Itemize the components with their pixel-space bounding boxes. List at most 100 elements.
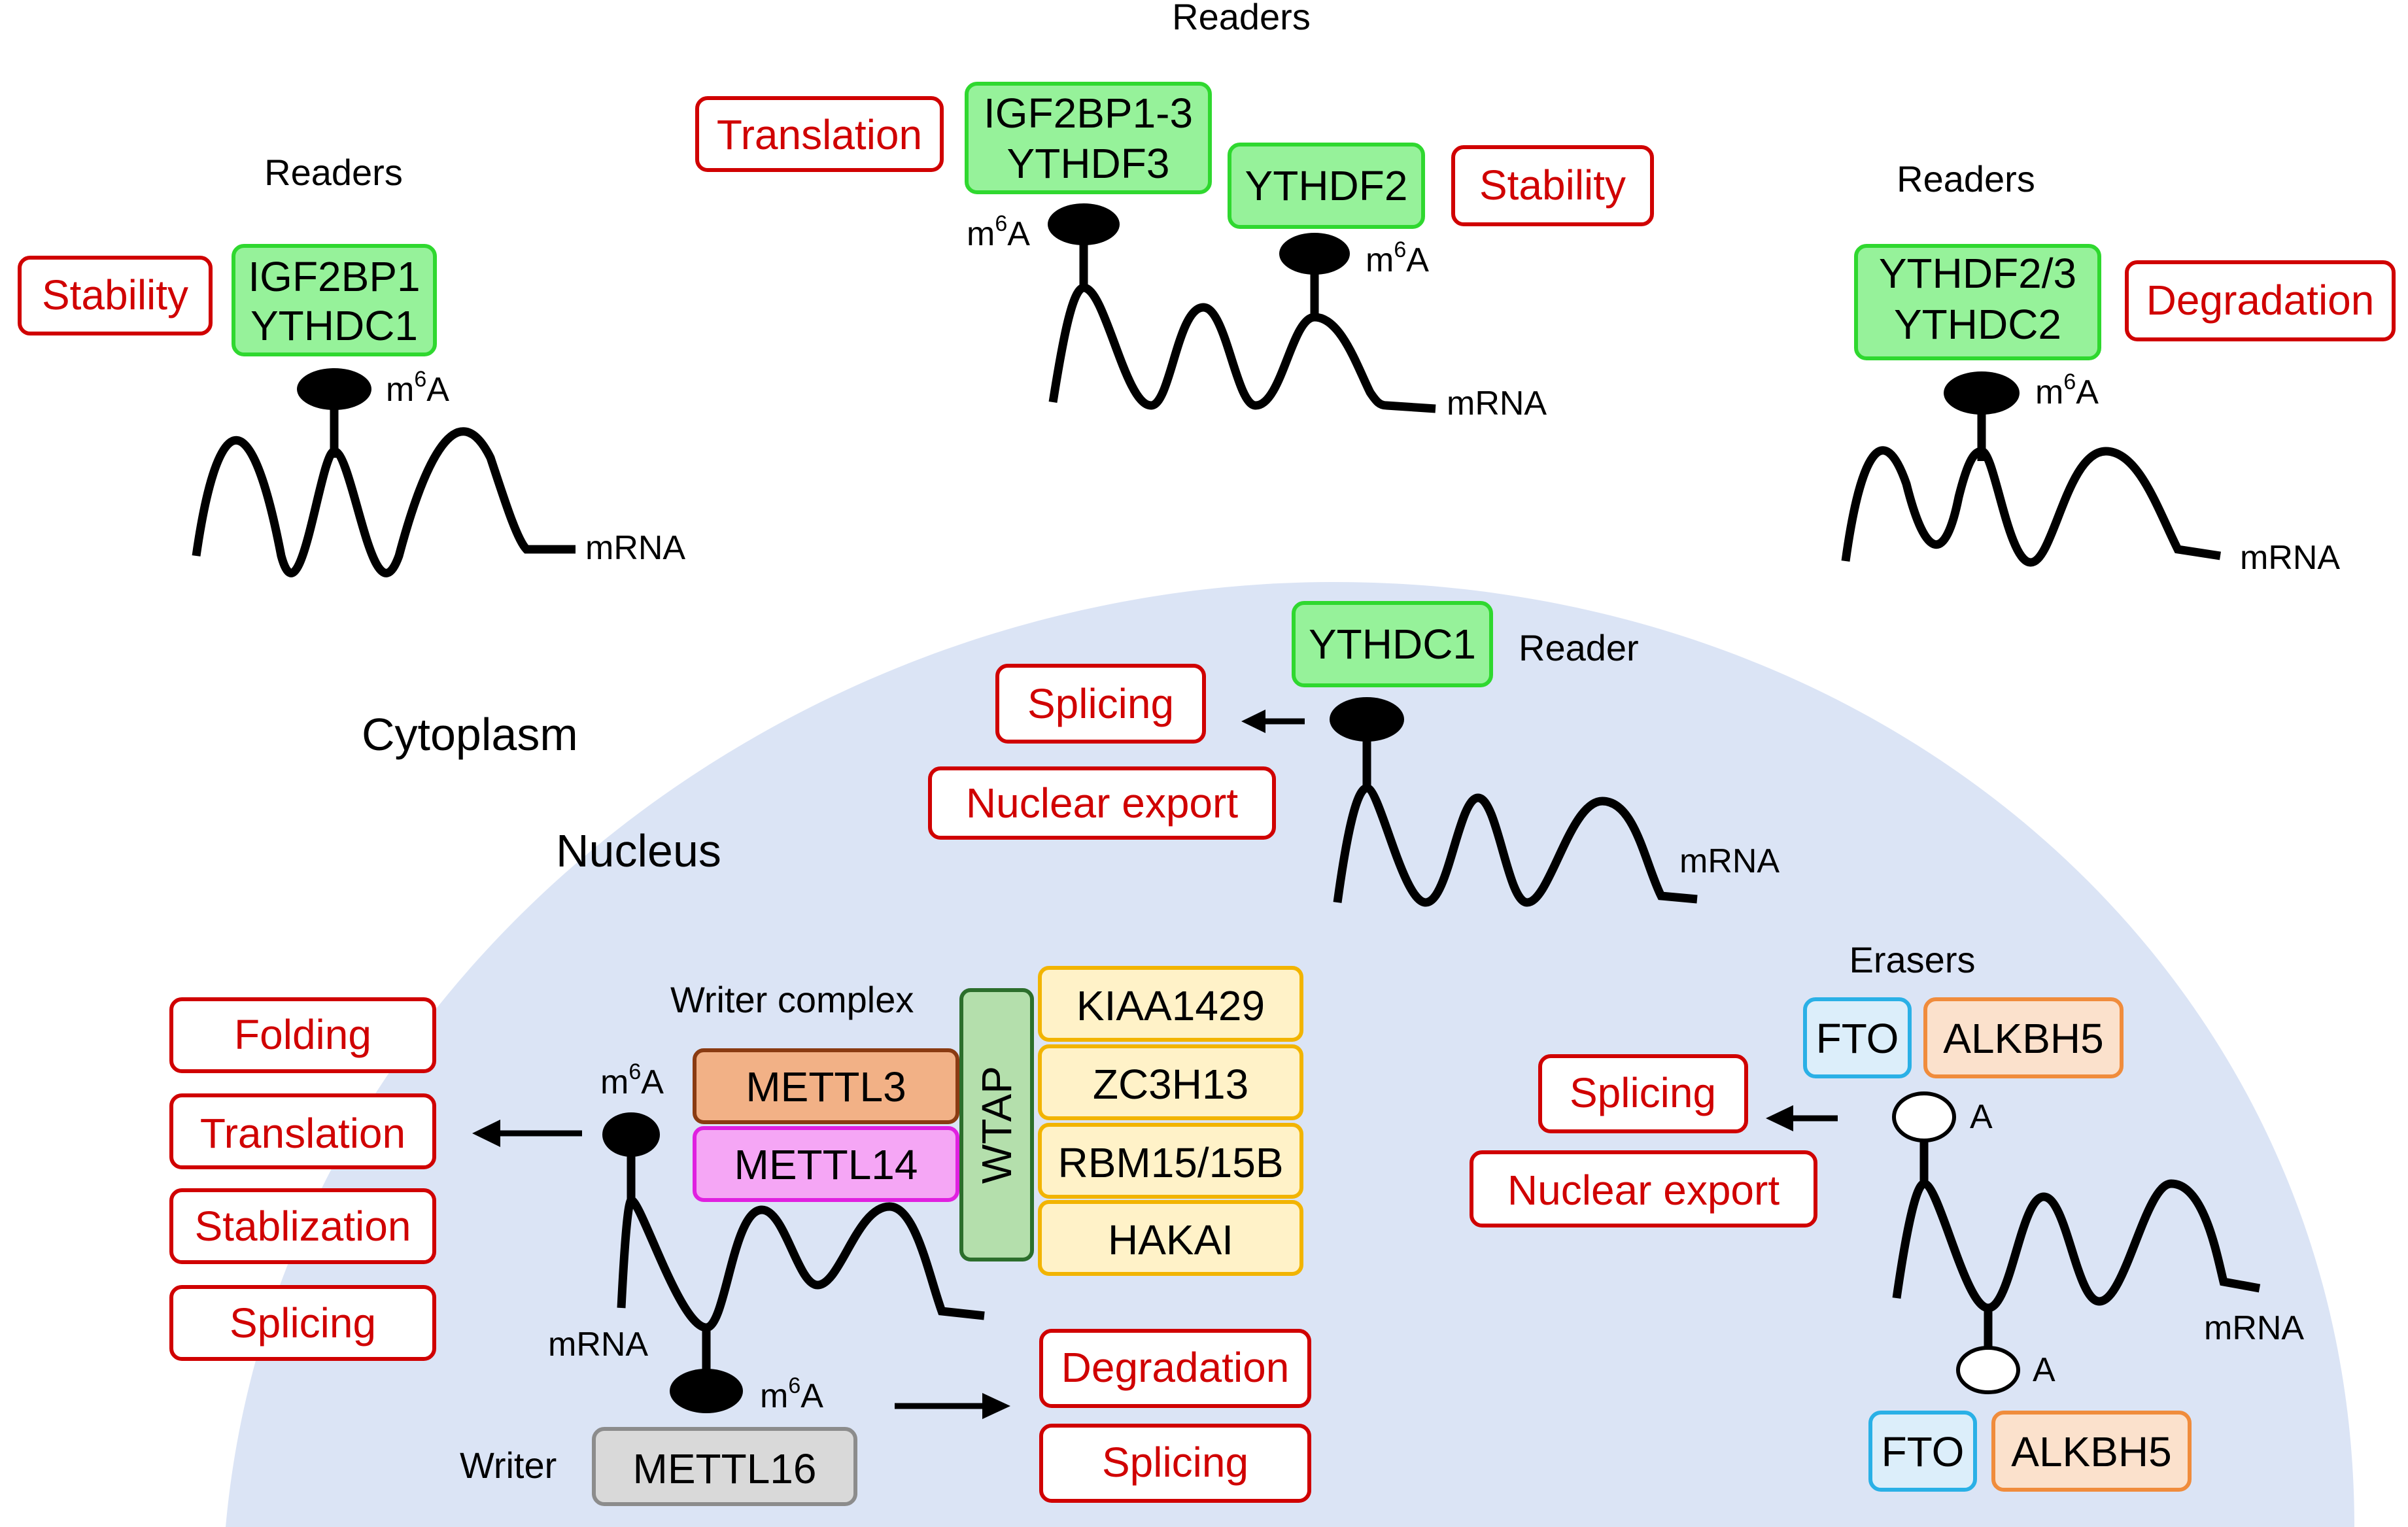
readers-heading: Readers: [264, 152, 403, 193]
m6a-label: m6A: [760, 1373, 823, 1415]
m6a-site: [670, 1369, 743, 1413]
function-label: Stability: [1479, 162, 1626, 209]
panel-right: Readers YTHDF2/3 YTHDC2 Degradation m6A …: [1841, 158, 2396, 577]
panel-center: Readers Translation IGF2BP1-3 YTHDF3 YTH…: [695, 0, 1654, 422]
adenosine-label: A: [1970, 1098, 1993, 1136]
nuclear-reader: YTHDC1 Reader Splicing Nuclear export mR…: [928, 601, 1780, 907]
mrna-label: mRNA: [2204, 1309, 2304, 1347]
m6a-label: m6A: [1366, 237, 1429, 279]
reader-ythdc2: YTHDC2: [1894, 301, 2061, 348]
m6a-label: m6A: [967, 211, 1030, 253]
reader-box: YTHDC1: [1292, 601, 1493, 687]
adenosine-site: [1956, 1346, 2020, 1394]
fto-label: FTO: [1882, 1428, 1965, 1475]
reader-ythdc1: YTHDC1: [1309, 621, 1476, 668]
mrna-strand: [617, 1195, 985, 1332]
cytoplasm-label: Cytoplasm: [362, 709, 578, 760]
subunit-label: KIAA1429: [1076, 982, 1265, 1029]
writer-complex: Writer complex METTL3 METTL14 WTAP KIAA1…: [169, 966, 1311, 1506]
reader-ythdf3: YTHDF3: [1007, 140, 1170, 187]
function-box-splicing: Splicing: [995, 664, 1206, 744]
function-label: Nuclear export: [1507, 1167, 1780, 1214]
alkbh5-label: ALKBH5: [1943, 1015, 2103, 1062]
function-label: Stability: [42, 271, 188, 318]
function-box-degradation: Degradation: [1039, 1329, 1311, 1408]
function-box-nuclear-export: Nuclear export: [928, 766, 1276, 840]
alkbh5-label: ALKBH5: [2011, 1428, 2171, 1475]
subunit-label: ZC3H13: [1093, 1061, 1248, 1108]
subunit-rbm15: RBM15/15B: [1038, 1123, 1303, 1199]
function-label: Translation: [200, 1110, 405, 1157]
erasers-heading: Erasers: [1849, 939, 1976, 980]
reader-box-a: IGF2BP1-3 YTHDF3: [965, 82, 1212, 194]
mrna-label: mRNA: [585, 529, 685, 567]
mettl16-box: METTL16: [592, 1427, 857, 1506]
reader-igf2bp1-3: IGF2BP1-3: [984, 90, 1193, 137]
writer-label: Writer: [460, 1445, 557, 1486]
mrna-strand: [1841, 446, 2221, 567]
mrna-label: mRNA: [1679, 842, 1780, 880]
mrna-strand: [1892, 1179, 2261, 1313]
m6a-label: m6A: [2035, 369, 2099, 411]
reader-ythdf2-3: YTHDF2/3: [1879, 250, 2076, 297]
adenosine-label: A: [2033, 1351, 2055, 1389]
arrow-head: [982, 1393, 1010, 1419]
function-label: Translation: [717, 111, 922, 158]
nucleus-label: Nucleus: [556, 825, 721, 876]
function-label: Splicing: [1027, 680, 1174, 727]
function-label: Degradation: [2146, 277, 2375, 324]
wtap-label: WTAP: [973, 1066, 1020, 1184]
reader-box: IGF2BP1 YTHDC1: [232, 244, 437, 356]
mettl3-box: METTL3: [693, 1048, 959, 1124]
writer-complex-label: Writer complex: [670, 979, 914, 1020]
mrna-strand: [1333, 783, 1698, 907]
adenosine-site: [1892, 1091, 1956, 1142]
mettl16-label: METTL16: [633, 1445, 817, 1492]
m6a-site: [1944, 371, 2020, 415]
fto-box: FTO: [1868, 1411, 1977, 1492]
arrow-head: [1241, 710, 1265, 733]
m6a-label: m6A: [600, 1059, 664, 1101]
arrow-head: [1766, 1105, 1793, 1131]
subunit-label: RBM15/15B: [1058, 1139, 1283, 1186]
function-box-translation: Translation: [169, 1093, 436, 1169]
fto-box: FTO: [1803, 997, 1912, 1078]
arrow-head: [472, 1120, 500, 1147]
function-box-splicing: Splicing: [1538, 1054, 1748, 1133]
alkbh5-box: ALKBH5: [1991, 1411, 2192, 1492]
panel-left: Readers Stability IGF2BP1 YTHDC1 m6A mRN…: [18, 152, 685, 577]
reader-ythdf2: YTHDF2: [1245, 162, 1408, 209]
reader-role-label: Reader: [1519, 627, 1639, 668]
function-box-translation: Translation: [695, 96, 944, 172]
function-box-degradation: Degradation: [2125, 260, 2396, 341]
subunit-label: HAKAI: [1108, 1216, 1233, 1263]
subunit-kiaa1429: KIAA1429: [1038, 966, 1303, 1042]
function-label: Splicing: [1570, 1069, 1716, 1116]
readers-heading: Readers: [1172, 0, 1311, 37]
m6a-label: m6A: [386, 367, 449, 409]
mettl3-label: METTL3: [746, 1063, 906, 1110]
function-box-stability: Stability: [18, 256, 213, 335]
function-label: Splicing: [230, 1299, 376, 1347]
function-box-folding: Folding: [169, 997, 436, 1073]
m6a-site: [297, 368, 371, 410]
m6a-site: [1279, 233, 1350, 275]
alkbh5-box: ALKBH5: [1923, 997, 2124, 1078]
function-box-stability: Stability: [1451, 145, 1654, 226]
subunit-zc3h13: ZC3H13: [1038, 1044, 1303, 1120]
function-box-splicing: Splicing: [169, 1285, 436, 1361]
function-label: Splicing: [1102, 1439, 1248, 1486]
function-label: Stablization: [195, 1203, 411, 1250]
function-label: Nuclear export: [966, 780, 1238, 827]
wtap-box: WTAP: [959, 988, 1034, 1261]
m6a-site: [1330, 697, 1404, 742]
mrna-label: mRNA: [1447, 385, 1547, 422]
readers-heading: Readers: [1897, 158, 2035, 199]
mrna-strand: [1048, 283, 1436, 413]
function-label: Folding: [234, 1011, 371, 1058]
function-box-splicing: Splicing: [1039, 1424, 1311, 1503]
function-label: Degradation: [1061, 1344, 1290, 1391]
function-box-nuclear-export: Nuclear export: [1470, 1150, 1817, 1227]
reader-box: YTHDF2/3 YTHDC2: [1854, 244, 2101, 360]
